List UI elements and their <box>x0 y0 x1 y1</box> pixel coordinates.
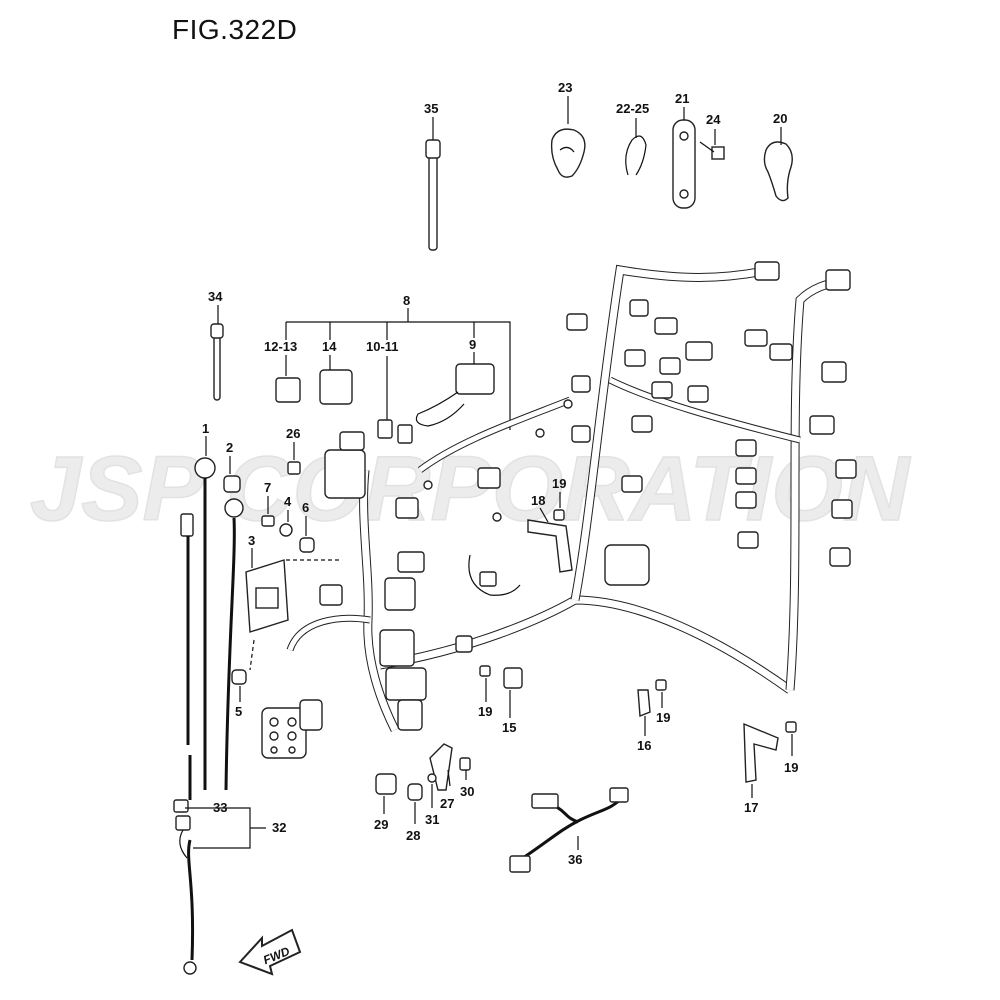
callout-35: 35 <box>424 101 438 116</box>
callout-18: 18 <box>531 493 545 508</box>
callout-33: 33 <box>213 800 227 815</box>
callout-26: 26 <box>286 426 300 441</box>
part-1-battery-cable[interactable] <box>180 457 244 791</box>
part-14-relay[interactable] <box>319 369 353 405</box>
callout-8: 8 <box>403 293 410 308</box>
callout-19-a: 19 <box>552 476 566 491</box>
six-pin-connector[interactable] <box>261 699 323 759</box>
harness-connectors[interactable] <box>319 261 857 731</box>
part-29-cap[interactable] <box>375 773 397 795</box>
part-12-13-relay[interactable] <box>275 377 301 403</box>
part-6-grommet[interactable] <box>299 537 315 553</box>
part-23-clamp[interactable] <box>550 128 586 178</box>
callout-19-b: 19 <box>478 704 492 719</box>
callout-28: 28 <box>406 828 420 843</box>
callout-7: 7 <box>264 480 271 495</box>
callout-1: 1 <box>202 421 209 436</box>
part-20-clamp[interactable] <box>763 141 793 202</box>
callout-21: 21 <box>675 91 689 106</box>
callout-14: 14 <box>322 339 337 354</box>
callout-4: 4 <box>284 494 292 509</box>
part-35-cable-tie[interactable] <box>425 139 441 251</box>
part-5-grommet[interactable] <box>231 669 247 685</box>
callout-10-11: 10-11 <box>366 339 399 354</box>
callout-3: 3 <box>248 533 255 548</box>
callout-16: 16 <box>637 738 651 753</box>
part-32-cable[interactable] <box>173 755 197 975</box>
part-3-plate[interactable] <box>245 559 289 633</box>
part-19-bolt-b[interactable] <box>479 665 491 677</box>
part-9-relay[interactable] <box>415 363 495 427</box>
callout-20: 20 <box>773 111 787 126</box>
part-17-bracket[interactable] <box>743 722 779 783</box>
part-2-nut[interactable] <box>223 475 241 493</box>
part-28-sleeve[interactable] <box>407 783 423 801</box>
part-18-bracket[interactable] <box>527 519 573 573</box>
callout-19-d: 19 <box>784 760 798 775</box>
callout-12-13: 12-13 <box>264 339 297 354</box>
callout-15: 15 <box>502 720 516 735</box>
callout-6: 6 <box>302 500 309 515</box>
part-30-bolt[interactable] <box>459 757 471 771</box>
callout-17: 17 <box>744 800 758 815</box>
part-31-washer[interactable] <box>427 773 437 783</box>
callout-22-25: 22-25 <box>616 101 649 116</box>
part-15-bracket[interactable] <box>503 667 523 689</box>
callout-5: 5 <box>235 704 242 719</box>
fwd-arrow: FWD <box>238 928 302 976</box>
part-7-bolt[interactable] <box>261 515 275 527</box>
callout-30: 30 <box>460 784 474 799</box>
part-21-bracket[interactable] <box>672 119 696 209</box>
part-19-bolt-a[interactable] <box>553 509 565 521</box>
figure-title: FIG.322D <box>172 14 298 45</box>
part-27-bracket[interactable] <box>429 743 453 791</box>
callout-27: 27 <box>440 796 454 811</box>
callout-9: 9 <box>469 337 476 352</box>
callout-31: 31 <box>425 812 439 827</box>
callout-24: 24 <box>706 112 721 127</box>
callout-34: 34 <box>208 289 223 304</box>
part-36-sub-harness[interactable] <box>509 787 629 873</box>
part-24-bolt[interactable] <box>699 141 725 160</box>
callout-29: 29 <box>374 817 388 832</box>
callout-23: 23 <box>558 80 572 95</box>
part-19-bolt-d[interactable] <box>785 721 797 733</box>
watermark: JSP CORPORATION <box>30 438 912 540</box>
part-34-cable-tie[interactable] <box>210 323 224 401</box>
callout-19-c: 19 <box>656 710 670 725</box>
callout-2: 2 <box>226 440 233 455</box>
part-4-collar[interactable] <box>279 523 293 537</box>
callout-36: 36 <box>568 852 582 867</box>
part-16-bracket[interactable] <box>637 689 651 718</box>
part-22-25-clip[interactable] <box>625 135 647 176</box>
part-19-bolt-c[interactable] <box>655 679 667 691</box>
part-26-bolt[interactable] <box>287 461 301 475</box>
callout-32: 32 <box>272 820 286 835</box>
